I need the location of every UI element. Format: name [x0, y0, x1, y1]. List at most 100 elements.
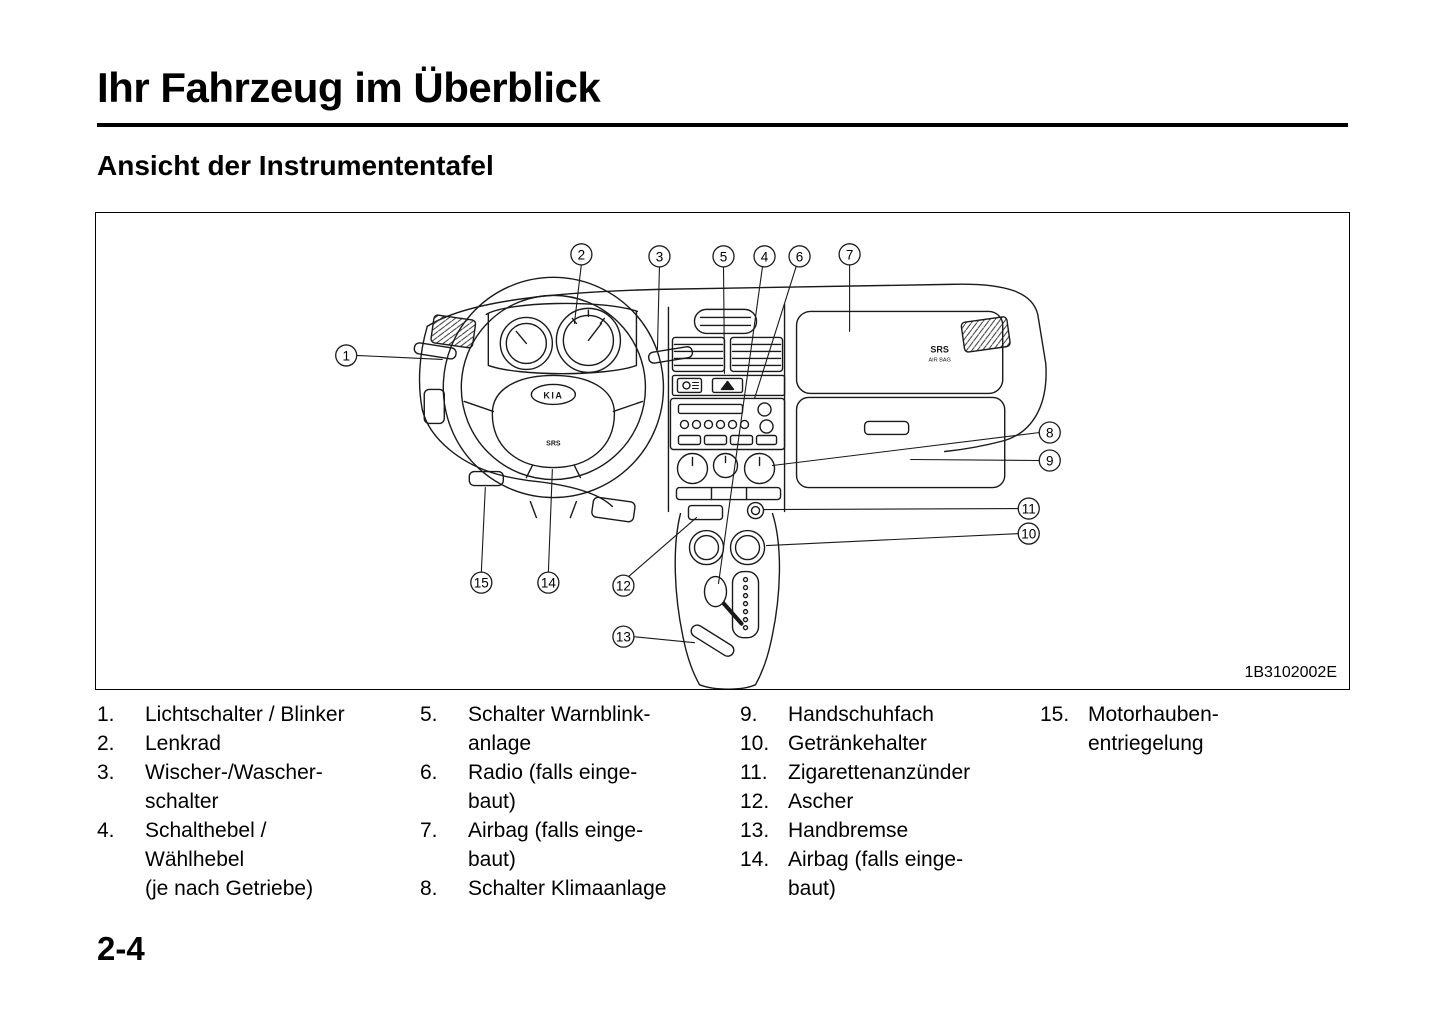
legend-item-3: 3. Wischer-/Wascher- schalter [97, 758, 420, 816]
center-stack [667, 303, 786, 513]
instrument-cluster [485, 302, 639, 375]
legend-line: Ascher [788, 790, 854, 813]
callout-10: 10 [1017, 522, 1040, 545]
svg-text:13: 13 [616, 630, 631, 645]
svg-text:10: 10 [1021, 527, 1036, 542]
hazard-triangle-icon [720, 380, 735, 391]
legend-column-2: 5. Schalter Warnblink- anlage 6. Radio (… [420, 700, 740, 903]
callouts: 2 3 5 4 6 7 1 8 9 11 10 15 14 12 13 [335, 243, 1061, 648]
callout-9: 9 [1038, 449, 1061, 472]
center-vent-right [729, 336, 784, 373]
pedal [591, 496, 636, 523]
center-vent-left [671, 336, 726, 373]
legend-item-5: 5. Schalter Warnblink- anlage [420, 700, 740, 758]
svg-text:8: 8 [1046, 425, 1054, 440]
legend-line: entriegelung [1088, 732, 1204, 755]
callout-6: 6 [788, 245, 811, 268]
callout-5: 5 [712, 245, 735, 268]
svg-text:6: 6 [796, 249, 804, 264]
steering-wheel [442, 276, 665, 519]
callout-14: 14 [537, 571, 560, 594]
page-number: 2-4 [97, 930, 145, 967]
legend-item-text: Zigarettenanzünder [788, 758, 1040, 787]
legend-line: Schalter Warnblink- [468, 703, 651, 726]
srs-panel-text: SRS [930, 344, 949, 354]
legend-line: Schalthebel / [145, 819, 267, 842]
callout-4: 4 [753, 245, 776, 268]
legend-item-text: Wischer-/Wascher- schalter [145, 758, 420, 816]
legend-item-13: 13. Handbremse [740, 816, 1040, 845]
legend-line: Lenkrad [145, 732, 221, 755]
legend-item-text: Airbag (falls einge- baut) [788, 845, 1040, 903]
legend-item-number: 7. [420, 819, 438, 842]
legend-item-number: 10. [740, 732, 770, 755]
center-top-vent [693, 308, 758, 335]
ashtray [687, 504, 724, 521]
legend-item-text: Airbag (falls einge- baut) [468, 816, 740, 874]
legend-item-number: 8. [420, 877, 438, 900]
cassette-slot [677, 403, 744, 415]
legend-item-9: 9. Handschuhfach [740, 700, 1040, 729]
legend-item-text: Lenkrad [145, 729, 420, 758]
legend-line: Zigarettenanzünder [788, 761, 971, 784]
legend-line: Handschuhfach [788, 703, 934, 726]
legend-item-number: 14. [740, 848, 770, 871]
legend-item-number: 6. [420, 761, 438, 784]
callout-11: 11 [1017, 497, 1040, 520]
legend-column-4: 15. Motorhauben- entriegelung [1040, 700, 1348, 903]
legend-item-text: Lichtschalter / Blinker [145, 700, 420, 729]
legend-line: baut) [468, 848, 516, 871]
legend-item-11: 11. Zigarettenanzünder [740, 758, 1040, 787]
svg-text:3: 3 [656, 249, 664, 264]
legend-item-15: 15. Motorhauben- entriegelung [1040, 700, 1348, 758]
svg-text:9: 9 [1046, 454, 1054, 469]
dashboard-body [418, 283, 1047, 523]
callout-8: 8 [1038, 421, 1061, 444]
glovebox [795, 396, 1006, 489]
legend-line: Wählhebel [145, 848, 245, 871]
legend-line: baut) [788, 877, 836, 900]
svg-text:1: 1 [342, 348, 350, 363]
svg-text:12: 12 [616, 579, 631, 594]
callout-2: 2 [570, 243, 593, 266]
callout-3: 3 [648, 245, 671, 268]
legend-item-4: 4. Schalthebel / Wählhebel (je nach Getr… [97, 816, 420, 903]
kia-logo-text: KIA [543, 390, 563, 400]
legend-line: Radio (falls einge- [468, 761, 638, 784]
legend-item-number: 12. [740, 790, 770, 813]
wiper-switch-stalk [647, 346, 694, 364]
legend-item-number: 5. [420, 703, 438, 726]
legend-item-text: Handbremse [788, 816, 1040, 845]
legend: 1. Lichtschalter / Blinker 2. Lenkrad 3.… [97, 700, 1348, 903]
radio [669, 397, 786, 451]
svg-text:5: 5 [720, 249, 728, 264]
handbrake-lever [690, 624, 735, 657]
legend-item-number: 15. [1040, 703, 1070, 726]
legend-item-number: 13. [740, 819, 770, 842]
legend-item-number: 4. [97, 819, 115, 842]
legend-item-10: 10. Getränkehalter [740, 729, 1040, 758]
cup-holders [688, 529, 766, 566]
hazard-switch [711, 377, 744, 394]
page-title: Ihr Fahrzeug im Überblick [97, 64, 601, 111]
hood-release-lever [468, 470, 505, 487]
legend-item-number: 3. [97, 761, 115, 784]
callout-1: 1 [335, 344, 358, 367]
passenger-airbag-panel [795, 310, 1004, 395]
svg-text:7: 7 [846, 247, 854, 262]
legend-item-6: 6. Radio (falls einge- baut) [420, 758, 740, 816]
title-rule [97, 123, 1348, 127]
legend-line: Wischer-/Wascher- [145, 761, 323, 784]
callout-7: 7 [838, 243, 861, 266]
legend-line: anlage [468, 732, 532, 755]
center-console [674, 512, 781, 689]
legend-item-text: Getränkehalter [788, 729, 1040, 758]
legend-item-1: 1. Lichtschalter / Blinker [97, 700, 420, 729]
instrument-panel-figure: 2 3 5 4 6 7 1 8 9 11 10 15 14 12 13 KIA … [95, 212, 1350, 690]
legend-item-12: 12. Ascher [740, 787, 1040, 816]
legend-item-text: Motorhauben- entriegelung [1088, 700, 1348, 758]
legend-item-2: 2. Lenkrad [97, 729, 420, 758]
climate-controls [675, 452, 782, 501]
svg-text:11: 11 [1022, 502, 1036, 517]
airbag-panel-text: AIR BAG [929, 357, 951, 363]
